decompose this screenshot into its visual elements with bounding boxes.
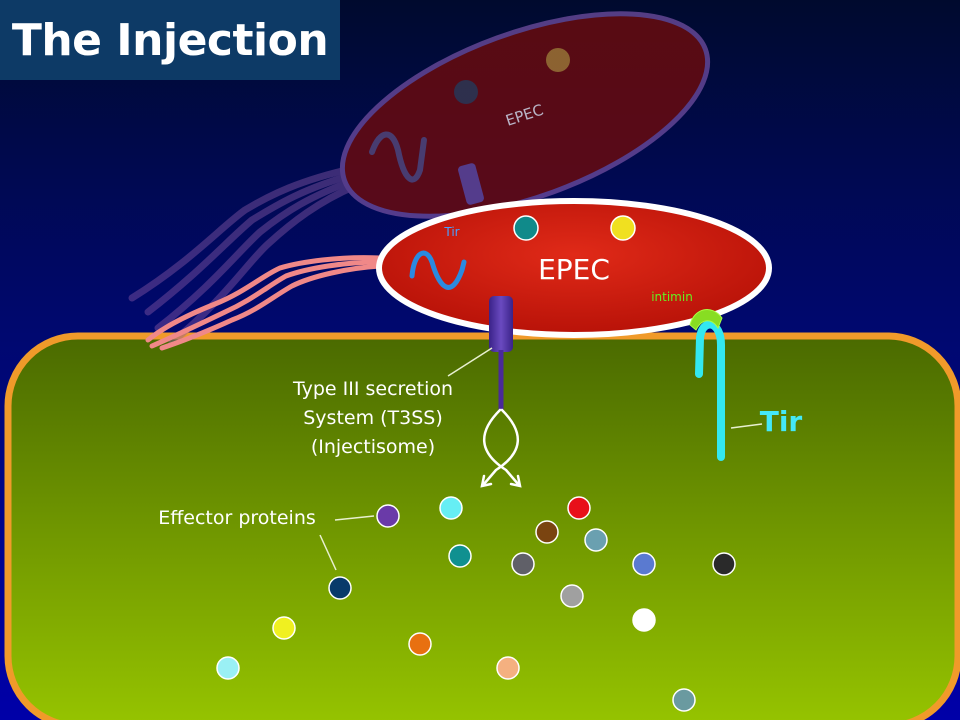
epec-top-body [339,11,711,219]
intimin-receptor [689,309,723,331]
epec-top-t3ss-stub [458,163,484,205]
epec-top-dark-granule [454,80,478,104]
effector-protein [584,528,608,552]
intimin-label: intimin [651,290,693,304]
t3ss-base [489,296,513,352]
effector-protein [496,656,520,680]
tir-receptor [695,320,725,461]
effector-protein [376,504,400,528]
effector-protein [535,520,559,544]
effector-protein [328,576,352,600]
effector-protein [632,552,656,576]
host-cell [4,332,960,720]
epec-main-teal-granule [513,215,539,241]
t3ss-leader-line [447,347,493,377]
effector-protein [560,584,584,608]
epec-main-label: EPEC [538,253,610,286]
t3ss-label-line2: System (T3SS) [303,407,443,429]
epec-main-yellow-granule [610,215,636,241]
effector-protein [672,688,696,712]
t3ss-label-line1: Type III secretion [292,378,453,400]
title-banner: The Injection [0,0,340,80]
page-title: The Injection [11,14,329,66]
effector-protein [567,496,591,520]
effector-label: Effector proteins [158,507,316,529]
t3ss-label-line3: (Injectisome) [311,436,435,458]
effector-protein [511,552,535,576]
effector-proteins [216,496,736,712]
tir-squiggle [409,250,467,290]
effector-leader-line-1 [334,515,375,521]
effector-protein [439,496,463,520]
effector-protein [408,632,432,656]
effector-leader-line-2 [319,534,337,571]
epec-top-orange-granule [546,48,570,72]
t3ss-injection-arrows [480,408,522,488]
effector-protein [272,616,296,640]
tir-leader-line [730,423,763,429]
epec-main-flagella [145,255,383,351]
effector-protein [632,608,656,632]
epec-top-squiggle [369,131,427,183]
effector-protein [712,552,736,576]
tir-small-label: Tir [443,225,459,239]
epec-main-body [376,198,772,338]
effector-protein [448,544,472,568]
effector-protein [216,656,240,680]
tir-large-label: Tir [760,405,803,438]
